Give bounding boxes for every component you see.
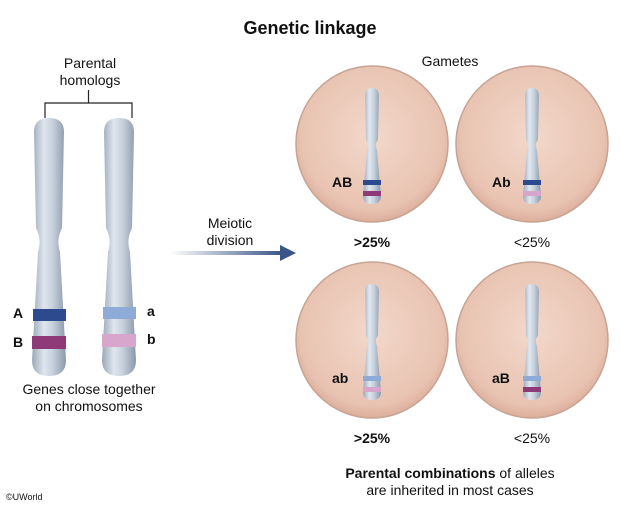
band-top [523,180,541,185]
conclusion: Parental combinations of alleles are inh… [300,465,600,499]
genotype-label: ab [332,370,349,386]
band-b [102,334,136,347]
allele-label-a: a [147,303,155,319]
caption-line-1: Genes close together [22,381,156,397]
conclusion-bold: Parental combinations [345,465,496,481]
gamete-chromosome [523,88,541,204]
frequency-label: <25% [513,234,551,250]
band-bottom [363,387,381,392]
conclusion-line-2: are inherited in most cases [366,482,534,498]
arrow-label-line-1: Meiotic [207,215,253,231]
genotype-label: Ab [492,174,511,190]
homolog-bracket [44,90,133,118]
band-top [363,376,381,381]
caption-line-2: on chromosomes [35,398,143,414]
band-B [32,336,66,349]
band-bottom [523,191,541,196]
copyright: ©UWorld [6,492,43,502]
band-bottom [523,387,541,392]
band-a [103,307,136,319]
parental-chromosome-1 [32,118,66,376]
gamete-cell-AB [295,65,449,223]
allele-label-B: B [13,334,24,350]
parental-caption: Genes close together on chromosomes [0,381,178,415]
meiotic-division-arrow [170,245,296,261]
parental-homologs-heading: Parental homologs [40,55,140,89]
arrow-label-line-2: division [206,232,254,248]
genotype-label: AB [332,174,353,190]
genotype-label: aB [492,370,510,386]
allele-label-b: b [147,331,156,347]
band-top [523,376,541,381]
gamete-chromosome [363,88,381,204]
band-top [363,180,381,185]
frequency-label: <25% [513,430,551,446]
gametes-heading: Gametes [421,53,479,69]
conclusion-rest: of alleles [495,465,555,481]
gamete-chromosome [523,284,541,400]
gamete-cell-ab [295,261,449,419]
heading-line-1: Parental [63,55,117,71]
diagram-title: Genetic linkage [243,18,377,38]
band-bottom [363,191,381,196]
gamete-cell-aB [455,261,609,419]
gamete-chromosome [363,284,381,400]
frequency-label: >25% [353,430,391,446]
heading-line-2: homologs [59,72,121,88]
frequency-label: >25% [353,234,391,250]
gamete-cell-Ab [455,65,609,223]
arrow-label: Meiotic division [190,215,270,249]
band-A [33,309,66,321]
allele-label-A: A [13,305,24,321]
parental-chromosome-2 [102,118,136,376]
